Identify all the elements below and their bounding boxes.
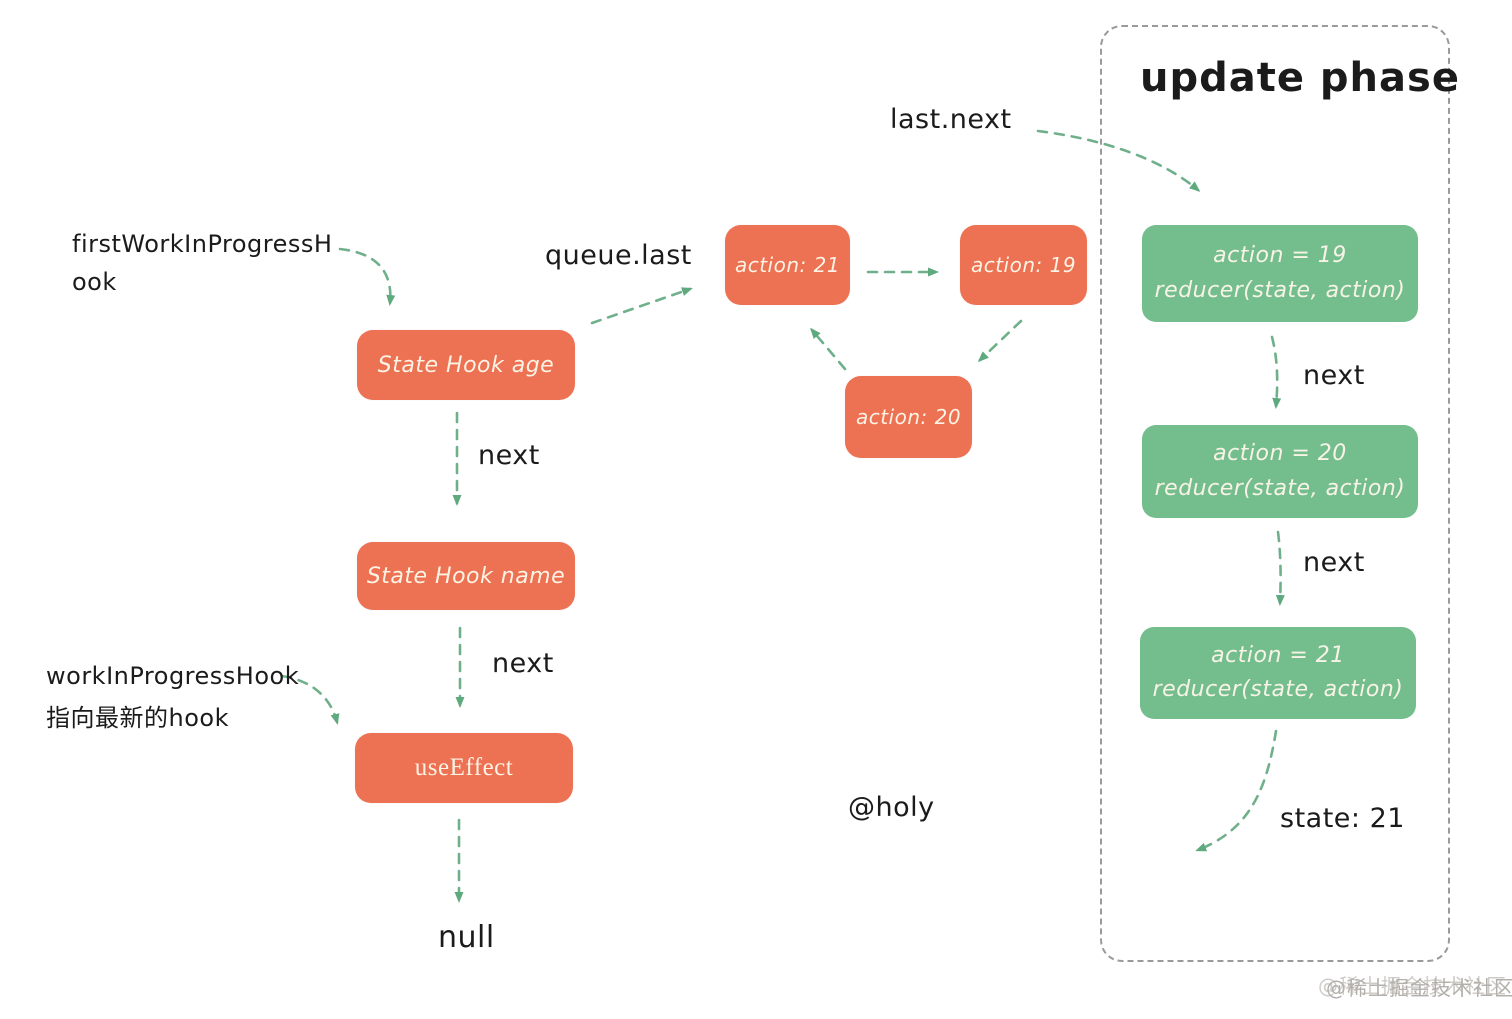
arrow-action19-to-action20 (977, 319, 1023, 363)
label-next-name-useeffect: next (492, 648, 554, 679)
arrow-queuelast-to-action21 (590, 287, 693, 325)
reducer-21-call: reducer(state, action) (1152, 677, 1404, 702)
label-work-in-progress-hook: workInProgressHook (46, 662, 300, 690)
arrow-firstwiphook-to-age (338, 247, 396, 306)
label-next-age-name: next (478, 440, 540, 471)
node-action-20[interactable]: action: 20 (845, 376, 972, 458)
label-first-work-in-progress-hook: firstWorkInProgressHook (72, 230, 333, 297)
juejin-watermark: @稀土掘金技术社区 (1326, 976, 1512, 1000)
update-phase-title: update phase (1140, 55, 1460, 101)
reducer-19-action: action = 19 (1213, 243, 1347, 269)
label-state-21: state: 21 (1280, 803, 1405, 834)
node-reducer-21[interactable]: action = 21 reducer(state, action) (1140, 627, 1416, 719)
node-state-hook-name[interactable]: State Hook name (357, 542, 575, 610)
label-queue-last: queue.last (545, 240, 692, 271)
update-phase-container (1100, 25, 1450, 962)
reducer-20-action: action = 20 (1213, 441, 1347, 467)
label-next-reducer19-20: next (1303, 360, 1365, 391)
label-next-reducer20-21: next (1303, 547, 1365, 578)
node-state-hook-age[interactable]: State Hook age (357, 330, 575, 400)
reducer-21-action: action = 21 (1211, 642, 1345, 668)
label-last-next: last.next (890, 104, 1012, 135)
reducer-19-call: reducer(state, action) (1154, 277, 1406, 303)
node-reducer-20[interactable]: action = 20 reducer(state, action) (1142, 425, 1418, 518)
node-action-19[interactable]: action: 19 (960, 225, 1087, 305)
arrow-action20-to-action21 (810, 327, 847, 371)
node-use-effect[interactable]: useEffect (355, 733, 573, 803)
label-work-in-progress-hook-note: 指向最新的hook (46, 704, 229, 732)
label-null: null (438, 920, 495, 955)
label-holy-signature: @holy (848, 792, 935, 823)
node-action-21[interactable]: action: 21 (725, 225, 850, 305)
reducer-20-call: reducer(state, action) (1154, 475, 1406, 501)
node-reducer-19[interactable]: action = 19 reducer(state, action) (1142, 225, 1418, 322)
